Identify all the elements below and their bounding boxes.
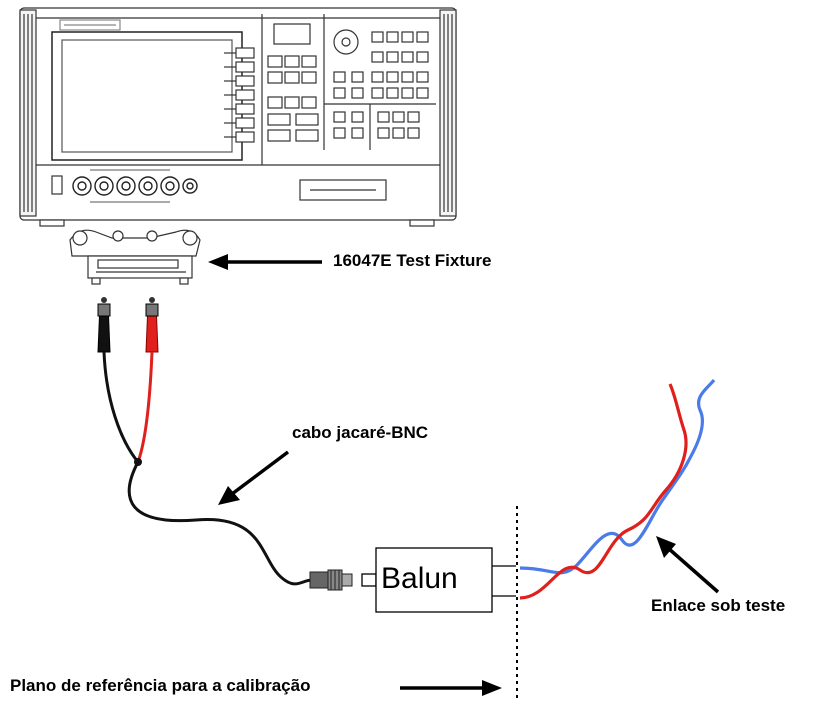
test-fixture-label: 16047E Test Fixture bbox=[333, 251, 492, 270]
link-under-test-label: Enlace sob teste bbox=[651, 596, 786, 615]
alligator-clips bbox=[97, 297, 159, 353]
cable-label: cabo jacaré-BNC bbox=[292, 423, 429, 442]
impedance-analyzer bbox=[19, 7, 457, 227]
bnc-connectors bbox=[72, 176, 198, 196]
twisted-pair bbox=[519, 378, 716, 600]
alligator-bnc-cable bbox=[102, 351, 313, 586]
balun-label: Balun bbox=[381, 562, 458, 595]
softkeys bbox=[224, 47, 255, 143]
keypad-left bbox=[267, 23, 319, 142]
bnc-plug bbox=[309, 569, 353, 591]
keypad-right bbox=[333, 31, 429, 139]
test-fixture bbox=[69, 229, 201, 285]
balun-box bbox=[361, 547, 516, 613]
arrow-icon bbox=[208, 254, 720, 696]
reference-plane-label: Plano de referência para a calibração bbox=[10, 676, 311, 695]
